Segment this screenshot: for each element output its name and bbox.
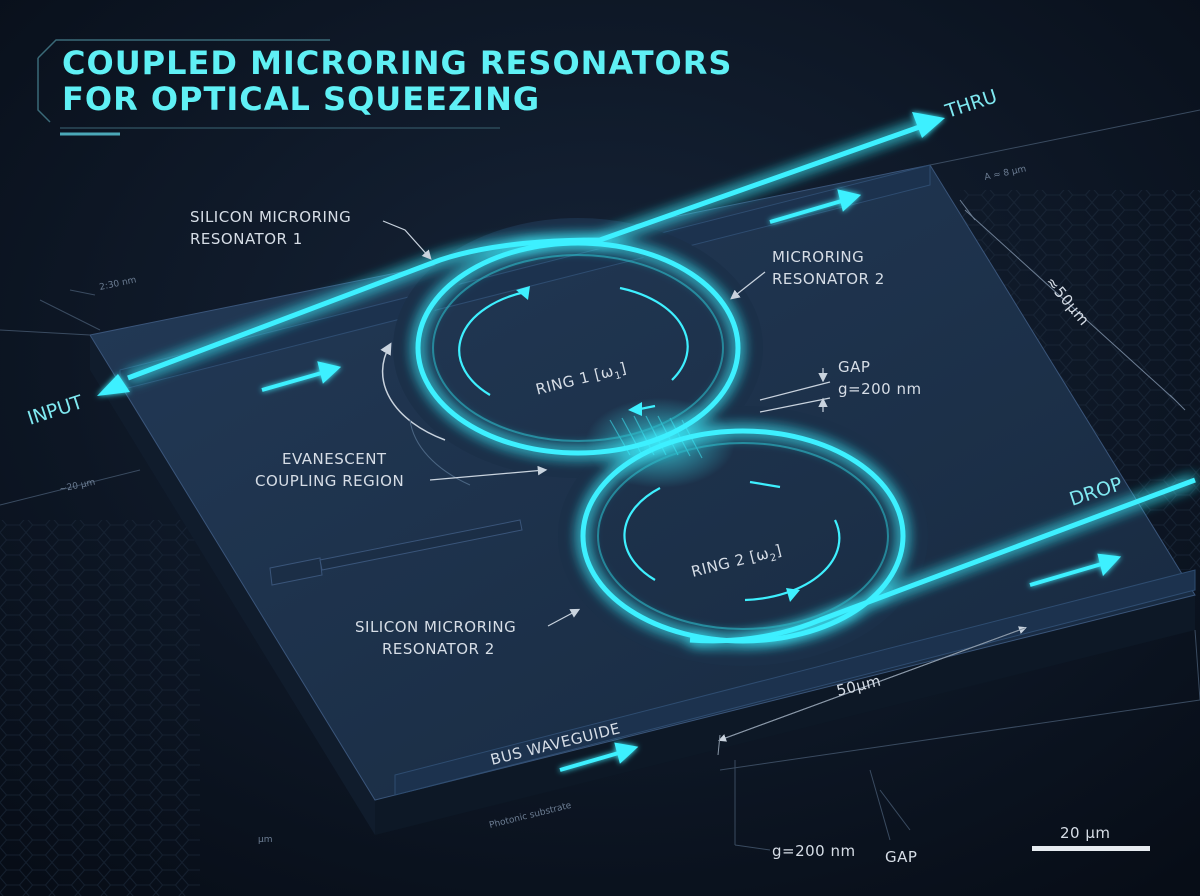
bottom-gap-label: GAP (885, 848, 917, 866)
pointer-lines (382, 220, 766, 627)
flow-arrow-drop (1029, 553, 1122, 587)
flow-arrow-top-right (769, 189, 862, 224)
bottom-waveguide-light (689, 477, 1196, 644)
annotation-4: μm (258, 835, 273, 845)
title-line-1: COUPLED MICRORING RESONATORS (62, 44, 732, 82)
gap-title-label: GAP (838, 358, 870, 376)
silicon-ring-1-label-line-2: RESONATOR 1 (190, 230, 303, 248)
scale-bar-label: 20 μm (1060, 824, 1111, 842)
ring-1-circulation-right (619, 286, 689, 381)
title-frame (37, 39, 500, 136)
ring-2-circulation-top (749, 480, 781, 489)
input-arrow-icon (97, 374, 130, 396)
top-waveguide-light (127, 122, 926, 381)
evanescent-arc-outer (409, 419, 471, 486)
ring-2-label-close: ] (773, 541, 784, 560)
microring-2-label-line-1: MICRORING (772, 248, 864, 266)
test-structure (269, 519, 523, 586)
scale-bar (1032, 846, 1150, 851)
hex-pattern-left (0, 520, 200, 896)
ring-1-inner-edge (432, 254, 724, 442)
ring-1-label-sub: 1 (614, 370, 623, 382)
gap-dimension (759, 368, 831, 413)
right-dimension-50um (959, 199, 1186, 411)
flow-arrow-input (261, 361, 342, 392)
thru-arrow-icon (912, 112, 945, 138)
gap-value-label: g=200 nm (838, 380, 922, 398)
ring-2-circulation-right (744, 519, 841, 602)
bottom-dimension-50um (717, 626, 1027, 756)
microring-2-label-line-2: RESONATOR 2 (772, 270, 885, 288)
ring-2-inner-edge (597, 442, 889, 630)
flow-arrow-bus (559, 742, 639, 772)
bottom-bus-ridge (394, 569, 1196, 796)
ring-2-circulation-left (623, 487, 661, 581)
ring-1-base (393, 218, 763, 478)
silicon-ring-1-label-line-1: SILICON MICRORING (190, 208, 351, 226)
ring-2-base (558, 406, 928, 666)
ring-1-circulation-left (458, 290, 526, 396)
flow-arrows (261, 189, 1122, 772)
ring-1-label-close: ] (618, 359, 629, 378)
guide-lines (0, 109, 1200, 851)
circulation-arrows (458, 286, 841, 602)
ring-2-label-sub: 2 (769, 552, 778, 564)
evanescent-arc (380, 342, 446, 441)
chip-side-left (90, 335, 375, 835)
ring-1-light (415, 240, 741, 456)
evanescent-label-line-2: COUPLING REGION (255, 472, 404, 490)
silicon-ring-2-label-line-2: RESONATOR 2 (382, 640, 495, 658)
bottom-gap-value-label: g=200 nm (772, 842, 856, 860)
silicon-ring-2-label-line-1: SILICON MICRORING (355, 618, 516, 636)
light-paths (127, 122, 1196, 644)
title-line-2: FOR OPTICAL SQUEEZING (62, 80, 540, 118)
chip-side-front (375, 595, 1195, 835)
evanescent-label-line-1: EVANESCENT (282, 450, 387, 468)
